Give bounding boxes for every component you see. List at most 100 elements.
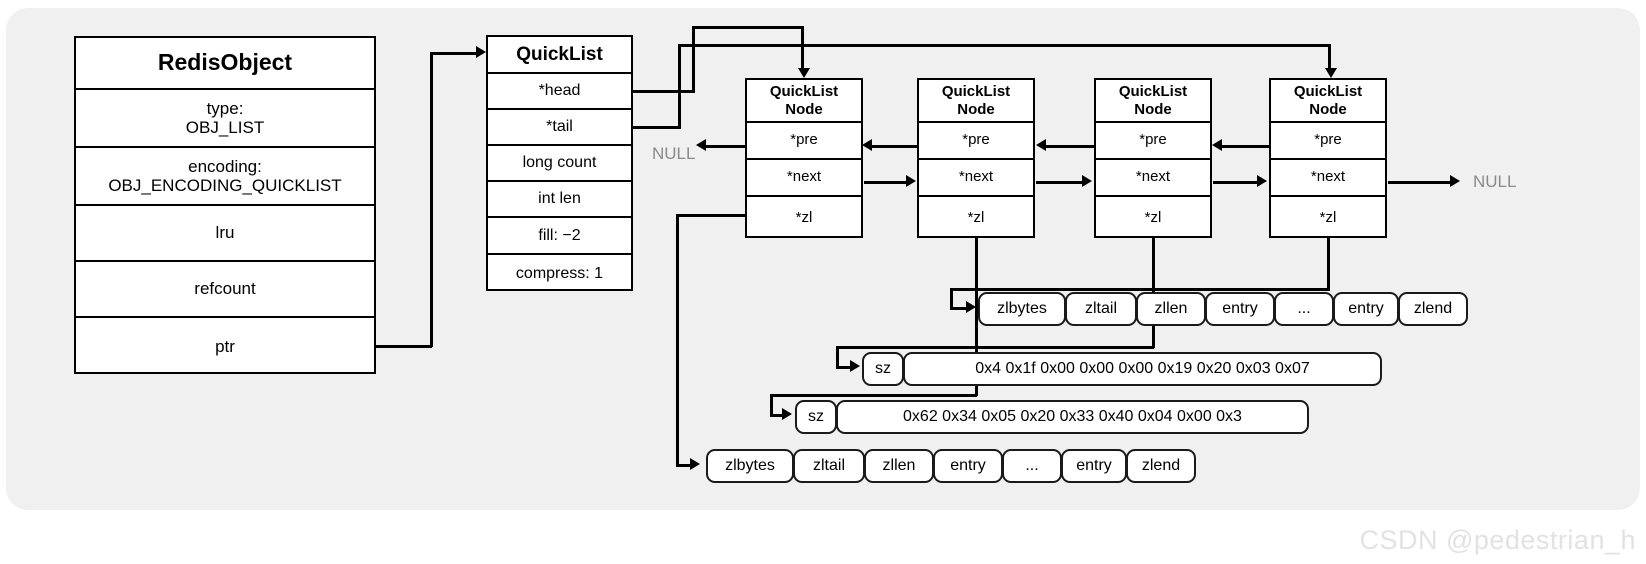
arrow-n3pre-n2 [1212, 139, 1222, 151]
connector-tail-h1 [633, 126, 681, 129]
connector-n1next-n2 [1036, 181, 1082, 184]
arrow-head-to-node0 [798, 68, 810, 78]
arrow-n0zl-ziplist-lower [690, 458, 700, 470]
quicklist-node-1-zl: *zl [967, 209, 985, 227]
redisobject-row-lru: lru [76, 206, 374, 262]
sz-row-upper: sz 0x4 0x1f 0x00 0x00 0x00 0x19 0x20 0x0… [862, 352, 1382, 386]
arrow-n2zl-sz-upper [850, 360, 860, 372]
quicklist-struct: QuickList *head *tail long count int len… [486, 35, 633, 291]
connector-n2zl-h [836, 346, 1154, 349]
connector-tail-v2 [1328, 44, 1331, 72]
connector-n1zl-h2 [770, 414, 784, 417]
quicklist-node-1-next: *next [919, 160, 1033, 197]
connector-n0zl-v [676, 214, 679, 466]
connector-head-h1 [633, 90, 695, 93]
connector-n1zl-v [975, 238, 978, 396]
ziplist-upper-cell-zltail: zltail [1065, 292, 1137, 326]
connector-n1zl-v2 [770, 394, 773, 416]
arrow-node0-pre-null [696, 139, 706, 151]
arrow-n1zl-sz-lower [782, 408, 792, 420]
redisobject-row-ptr: ptr [215, 337, 235, 357]
quicklist-node-2-pre: *pre [1096, 123, 1210, 160]
quicklist-node-2-next: *next [1096, 160, 1210, 197]
sz-lower-bytes: 0x62 0x34 0x05 0x20 0x33 0x40 0x04 0x00 … [836, 400, 1309, 434]
connector-n3zl-v2 [950, 288, 953, 309]
redisobject-row-refcount: refcount [76, 262, 374, 318]
quicklist-row-len: int len [488, 182, 631, 218]
connector-n3zl-h2 [950, 307, 968, 310]
redisobject-row-encoding: encoding: OBJ_ENCODING_QUICKLIST [76, 148, 374, 206]
watermark: CSDN @pedestrian_h [1359, 525, 1636, 555]
ziplist-lower-cell-entry-2: entry [1061, 449, 1127, 483]
quicklist-row-compress: compress: 1 [515, 265, 604, 283]
ziplist-upper-cell-zlend: zlend [1398, 292, 1468, 326]
ziplist-lower-cell-zltail: zltail [793, 449, 865, 483]
ziplist-upper-cell-entry-1: entry [1205, 292, 1275, 326]
connector-n2next-n3 [1213, 181, 1257, 184]
redisobject-row-type: type: OBJ_LIST [76, 90, 374, 148]
arrow-n1next-n2 [1082, 175, 1092, 187]
quicklist-row-count: long count [488, 146, 631, 182]
connector-n0next-n1 [864, 181, 906, 184]
quicklist-row-tail: *tail [488, 110, 631, 146]
connector-n0zl-h [676, 214, 746, 217]
ziplist-lower-cell-zllen: zllen [864, 449, 934, 483]
connector-n2zl-v2 [836, 346, 839, 368]
connector-n2pre-n1 [1046, 145, 1094, 148]
quicklist-node-2-header: QuickList Node [1096, 80, 1210, 123]
connector-node3-next-null [1388, 181, 1450, 184]
sz-upper-label: sz [862, 352, 904, 386]
connector-n1pre-n0 [872, 145, 918, 148]
connector-n0zl-h2 [676, 464, 692, 467]
ziplist-lower-cell-zlbytes: zlbytes [706, 449, 794, 483]
sz-row-lower: sz 0x62 0x34 0x05 0x20 0x33 0x40 0x04 0x… [795, 400, 1309, 434]
ziplist-upper: zlbytes zltail zllen entry ... entry zle… [978, 292, 1468, 326]
arrow-n0next-n1 [906, 175, 916, 187]
quicklist-header: QuickList [488, 37, 631, 74]
connector-n2zl-h2 [836, 366, 852, 369]
quicklist-node-2: QuickList Node *pre *next *zl [1094, 78, 1212, 238]
ziplist-lower-cell-ellipsis: ... [1002, 449, 1062, 483]
quicklist-node-1-header: QuickList Node [919, 80, 1033, 123]
quicklist-node-2-zl: *zl [1144, 209, 1162, 227]
ziplist-upper-cell-entry-2: entry [1333, 292, 1399, 326]
quicklist-node-3: QuickList Node *pre *next *zl [1269, 78, 1387, 238]
connector-ptr-h2 [430, 52, 476, 55]
arrow-ptr-to-quicklist [476, 46, 486, 58]
quicklist-node-0-zl: *zl [795, 209, 813, 227]
quicklist-node-3-next: *next [1271, 160, 1385, 197]
quicklist-node-1: QuickList Node *pre *next *zl [917, 78, 1035, 238]
ziplist-upper-cell-zlbytes: zlbytes [978, 292, 1066, 326]
ziplist-upper-cell-ellipsis: ... [1274, 292, 1334, 326]
quicklist-node-3-zl: *zl [1319, 209, 1337, 227]
quicklist-node-0: QuickList Node *pre *next *zl [745, 78, 863, 238]
quicklist-node-0-pre: *pre [747, 123, 861, 160]
arrow-node3-next-null [1450, 175, 1460, 187]
connector-n3zl-v [1327, 238, 1330, 290]
arrow-n2pre-n1 [1036, 139, 1046, 151]
null-label-tail-next: NULL [1473, 172, 1517, 191]
sz-lower-label: sz [795, 400, 837, 434]
arrow-n2next-n3 [1257, 175, 1267, 187]
null-label-head-pre: NULL [652, 144, 696, 163]
redisobject-struct: RedisObject type: OBJ_LIST encoding: OBJ… [74, 36, 376, 374]
arrow-n3zl-ziplist-upper [966, 301, 976, 313]
ziplist-lower-cell-entry-1: entry [933, 449, 1003, 483]
connector-n3pre-n2 [1222, 145, 1270, 148]
sz-upper-bytes: 0x4 0x1f 0x00 0x00 0x00 0x19 0x20 0x03 0… [903, 352, 1382, 386]
arrow-n1pre-n0 [862, 139, 872, 151]
arrow-tail-to-node3 [1325, 68, 1337, 78]
ziplist-lower: zlbytes zltail zllen entry ... entry zle… [706, 449, 1196, 483]
quicklist-row-fill: fill: −2 [488, 218, 631, 255]
connector-tail-h2 [678, 44, 1331, 47]
connector-node0-pre-null [706, 145, 746, 148]
connector-ptr-h1 [376, 345, 432, 348]
quicklist-node-1-pre: *pre [919, 123, 1033, 160]
connector-n3zl-h [950, 288, 1330, 291]
connector-ptr-v [430, 52, 433, 347]
quicklist-node-3-pre: *pre [1271, 123, 1385, 160]
redisobject-header: RedisObject [76, 38, 374, 90]
quicklist-row-head: *head [488, 74, 631, 110]
connector-head-v2 [801, 26, 804, 72]
